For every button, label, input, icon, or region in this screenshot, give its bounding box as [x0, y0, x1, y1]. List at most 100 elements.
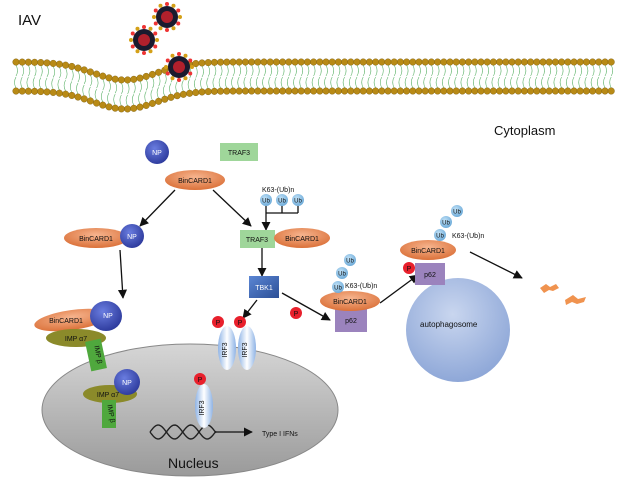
lipid-head [440, 87, 448, 95]
irf3-b-label: IRF3 [242, 342, 249, 357]
lipid-tail [417, 64, 421, 89]
lipid-tail [318, 64, 322, 89]
lipid-head [390, 87, 398, 95]
lipid-head [502, 58, 510, 66]
phospho-2-label: P [238, 320, 243, 327]
lipid-head [558, 87, 566, 95]
virus-spike [153, 44, 158, 49]
lipid-tail [194, 66, 198, 90]
virus-spike [165, 2, 169, 6]
lipid-head [303, 87, 311, 95]
lipid-tail [20, 64, 24, 89]
lipid-head [328, 58, 336, 66]
lipid-head [477, 87, 485, 95]
lipid-tail [460, 64, 465, 89]
lipid-head [93, 99, 101, 107]
lipid-head [545, 87, 553, 95]
traf3-complex-label: TRAF3 [246, 237, 268, 244]
lipid-head [384, 87, 392, 95]
virus-icon [152, 2, 182, 32]
lipid-head [310, 87, 318, 95]
bincard1-traf3 [274, 228, 330, 248]
lipid-head [179, 90, 187, 98]
lipid-head [440, 58, 448, 66]
lipid-head [173, 92, 181, 100]
virus-spike [177, 78, 181, 82]
lipid-head [217, 87, 225, 95]
lipid-tail [280, 64, 285, 89]
lipid-head [266, 87, 274, 95]
lipid-head [607, 58, 615, 66]
lipid-head [229, 58, 237, 66]
lipid-head [539, 58, 547, 66]
irf3-a-label: IRF3 [222, 342, 229, 357]
lipid-tail [349, 64, 353, 89]
imp-alpha7-nuc-label: IMP α7 [97, 392, 119, 399]
lipid-tail [293, 64, 297, 89]
lipid-head [285, 87, 293, 95]
imp-beta-cyto-label: IMP β [92, 345, 102, 364]
lipid-head [248, 58, 256, 66]
lipid-head [477, 58, 485, 66]
arrow-np-to-import [117, 249, 128, 299]
lipid-tail [132, 82, 136, 106]
lipid-head [564, 87, 572, 95]
lipid-head [155, 97, 163, 105]
lipid-head [254, 58, 262, 66]
virus-spike [165, 71, 170, 76]
lipid-head [241, 87, 249, 95]
lipid-head [291, 58, 299, 66]
lipid-tail [504, 64, 508, 89]
lipid-tail [256, 64, 260, 89]
autophagosome [406, 278, 510, 382]
lipid-head [68, 91, 76, 99]
k63-label-3: K63-(Ub)n [452, 233, 484, 240]
imp-beta-nuc [102, 400, 116, 428]
lipid-head [489, 58, 497, 66]
lipid-head [198, 59, 206, 67]
virus-spike [170, 76, 175, 81]
lipid-head [334, 87, 342, 95]
lipid-tail [125, 82, 130, 107]
lipid-head [155, 68, 163, 76]
lipid-tail [404, 64, 409, 89]
lipid-head [520, 87, 528, 95]
p62-auto [415, 263, 445, 285]
np-top [145, 140, 169, 164]
lipid-head [43, 59, 51, 67]
lipid-head [403, 58, 411, 66]
np-import-label: NP [103, 313, 113, 320]
lipid-tail [528, 64, 533, 89]
virus-spike [177, 52, 181, 56]
lipid-head [415, 87, 423, 95]
lipid-head [105, 103, 113, 111]
lipid-tail [590, 64, 595, 89]
lipid-tail [311, 64, 316, 89]
lipid-head [570, 87, 578, 95]
lipid-head [384, 58, 392, 66]
lipid-head [148, 70, 156, 78]
lipid-tail [497, 64, 502, 89]
lipid-tail [113, 82, 117, 106]
lipid-head [55, 89, 63, 97]
virus-spike [153, 31, 158, 36]
lipid-tail [342, 64, 347, 89]
lipid-head [136, 74, 144, 82]
lipid-head [279, 87, 287, 95]
lipid-head [74, 93, 82, 101]
ub-4-label: Ub [334, 286, 342, 292]
lipid-head [446, 87, 454, 95]
lipid-tail [299, 64, 303, 89]
lipid-head [576, 87, 584, 95]
lipid-head [427, 58, 435, 66]
lipid-head [353, 87, 361, 95]
lipid-tail [479, 64, 483, 89]
lipid-tail [423, 64, 427, 89]
lipid-head [80, 95, 88, 103]
ub-6 [344, 254, 356, 266]
cytoplasm-label: Cytoplasm [494, 123, 555, 138]
ub-8-label: Ub [442, 221, 450, 227]
lipid-head [347, 87, 355, 95]
lipid-head [601, 87, 609, 95]
